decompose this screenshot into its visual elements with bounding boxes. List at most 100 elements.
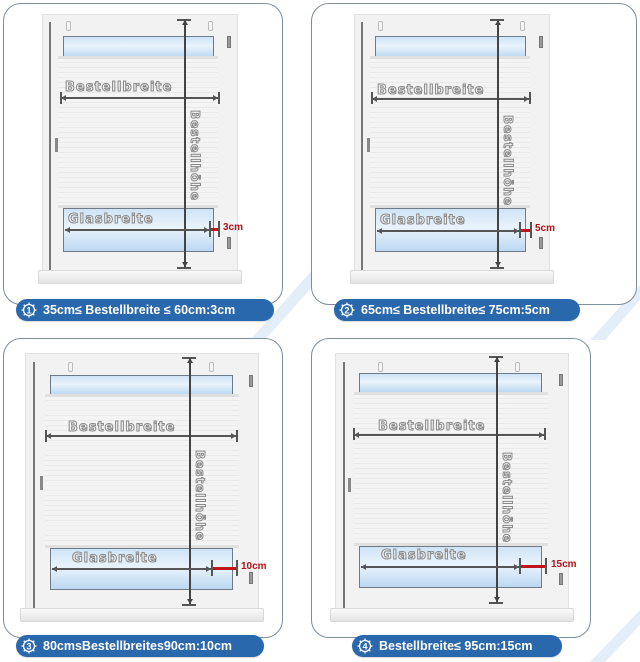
blind-bottom-rail	[370, 205, 530, 208]
gear-number-icon: 2	[338, 301, 356, 319]
top-glass-pane	[50, 375, 233, 395]
deduction-label: 15cm	[551, 559, 577, 570]
order-height-line	[189, 358, 191, 604]
dimension-tick	[218, 221, 220, 237]
top-glass-pane	[63, 36, 214, 58]
window-sill	[38, 270, 242, 284]
hinge-icon	[249, 572, 253, 584]
order-width-line	[354, 434, 544, 436]
blind-clip	[68, 362, 73, 372]
size-rule-text: 65cm≤ Bestellbreite≤ 75cm:5cm	[361, 303, 550, 317]
arrow-up-icon	[187, 358, 193, 363]
glass-width-label: Glasbreite	[68, 212, 154, 228]
arrow-right-icon	[206, 566, 211, 572]
blind-bottom-rail	[58, 205, 218, 208]
dimension-tick	[489, 602, 503, 604]
arrow-up-icon	[182, 20, 188, 25]
blind-top-rail	[354, 392, 548, 395]
dimension-tick	[182, 604, 196, 606]
deduction-label: 3cm	[223, 222, 244, 233]
pleated-blind	[370, 58, 530, 206]
blind-clip	[515, 362, 520, 372]
size-rule-badge-4: 4 Bestellbreite≤ 95cm:15cm	[352, 635, 562, 657]
glass-width-label: Glasbreite	[380, 213, 466, 229]
blind-clip	[209, 362, 214, 372]
pleated-blind	[58, 58, 218, 206]
dimension-tick	[211, 560, 213, 576]
order-height-line	[497, 20, 499, 267]
arrow-up-icon	[495, 20, 501, 25]
svg-text:4: 4	[362, 641, 367, 651]
glass-width-line	[52, 568, 211, 570]
hinge-icon	[539, 237, 543, 249]
glass-width-line	[65, 229, 209, 231]
hinge-icon	[539, 36, 543, 48]
blind-bottom-rail	[354, 543, 548, 546]
svg-text:2: 2	[344, 305, 349, 315]
blind-clip	[208, 21, 213, 31]
order-height-label: Bestellhöhe	[193, 450, 208, 542]
order-width-label: Bestellbreite	[377, 419, 486, 435]
arrow-right-icon	[539, 432, 544, 438]
arrow-left-icon	[61, 95, 66, 101]
blind-clip	[378, 21, 383, 31]
top-glass-pane	[359, 373, 542, 393]
order-width-label: Bestellbreite	[376, 83, 485, 99]
arrow-down-icon	[495, 262, 501, 267]
window-handle-icon	[367, 138, 370, 152]
dimension-tick	[529, 92, 531, 104]
dimension-tick	[236, 430, 238, 442]
window-sill	[330, 608, 574, 622]
gear-number-icon: 4	[356, 637, 374, 655]
dimension-tick	[545, 558, 547, 574]
arrow-down-icon	[182, 262, 188, 267]
glass-width-label: Glasbreite	[381, 548, 467, 564]
gear-number-icon: 1	[20, 301, 38, 319]
arrow-left-icon	[65, 227, 70, 233]
blind-top-rail	[58, 56, 218, 59]
order-height-label: Bestellhöhe	[501, 115, 516, 207]
blind-top-rail	[45, 394, 239, 397]
dimension-tick	[45, 430, 47, 442]
blind-bottom-rail	[45, 545, 239, 548]
order-width-line	[46, 435, 236, 437]
dimension-tick	[519, 558, 521, 574]
dimension-tick	[530, 222, 532, 238]
top-glass-pane	[375, 36, 526, 58]
order-width-label: Bestellbreite	[64, 80, 173, 96]
window-frame-edge	[33, 362, 35, 608]
deduction-label: 10cm	[241, 561, 267, 572]
window-sill	[20, 608, 264, 622]
glass-width-line	[377, 230, 519, 232]
hinge-icon	[559, 573, 563, 585]
order-height-label: Bestellhöhe	[188, 110, 203, 202]
order-height-line	[184, 20, 186, 267]
blind-top-rail	[370, 56, 530, 59]
deduction-marker	[211, 228, 218, 231]
glass-width-label: Glasbreite	[72, 551, 158, 567]
arrow-right-icon	[204, 227, 209, 233]
dimension-tick	[519, 222, 521, 238]
size-rule-badge-3: 3 80cmsBestellbreites90cm:10cm	[16, 635, 264, 657]
window-frame-edge	[343, 362, 345, 608]
window-frame-edge	[49, 22, 51, 270]
arrow-right-icon	[231, 433, 236, 439]
svg-text:1: 1	[26, 305, 31, 315]
deduction-marker	[213, 567, 236, 570]
arrow-up-icon	[494, 357, 500, 362]
order-width-label: Bestellbreite	[67, 420, 176, 436]
window-handle-icon	[40, 476, 43, 490]
arrow-right-icon	[514, 564, 519, 570]
blind-clip	[66, 21, 71, 31]
size-rule-text: Bestellbreite≤ 95cm:15cm	[379, 639, 533, 653]
blind-clip	[378, 362, 383, 372]
dimension-tick	[544, 428, 546, 440]
dimension-tick	[218, 92, 220, 104]
dimension-tick	[489, 356, 503, 358]
size-rule-badge-1: 1 35cm≤ Bestellbreite ≤ 60cm:3cm	[16, 299, 274, 321]
arrow-down-icon	[494, 597, 500, 602]
hinge-icon	[249, 375, 253, 387]
size-rule-text: 80cmsBestellbreites90cm:10cm	[43, 639, 233, 653]
arrow-right-icon	[213, 95, 218, 101]
arrow-left-icon	[361, 564, 366, 570]
